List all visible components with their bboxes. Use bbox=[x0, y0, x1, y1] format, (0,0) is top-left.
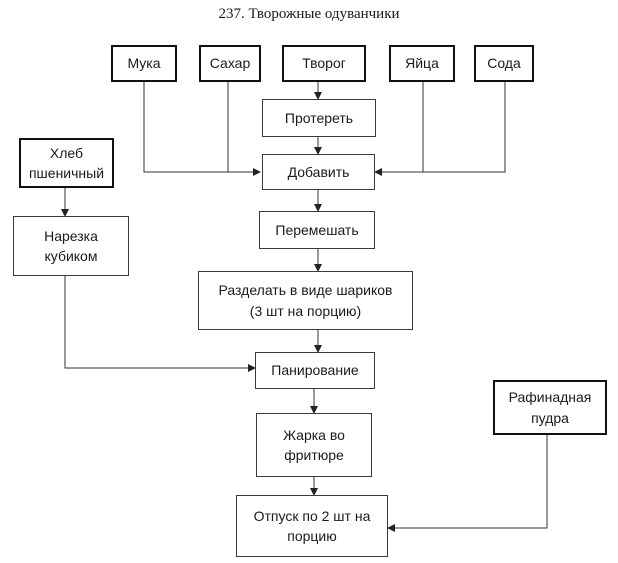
step-bread-coating: Панирование bbox=[255, 352, 375, 389]
ingredient-powdered-sugar: Рафинадная пудра bbox=[493, 380, 607, 435]
step-cut: Нарезка кубиком bbox=[13, 216, 129, 276]
ingredient-bread: Хлеб пшеничный bbox=[19, 138, 114, 188]
connector-soda-add bbox=[423, 82, 506, 173]
step-rub: Протереть bbox=[262, 99, 376, 137]
connector-flour-add bbox=[143, 82, 261, 176]
step-shape: Разделать в виде шариков (3 шт на порцию… bbox=[198, 271, 413, 330]
diagram-title: 237. Творожные одуванчики bbox=[218, 6, 400, 22]
ingredient-sugar: Сахар bbox=[199, 45, 261, 82]
ingredient-eggs: Яйца bbox=[389, 45, 455, 82]
ingredient-cottage-cheese: Творог bbox=[282, 45, 366, 82]
connector-cut-coat bbox=[64, 276, 256, 372]
connector-powder-serve bbox=[387, 435, 548, 532]
connector-eggs-add bbox=[374, 82, 424, 176]
step-mix: Перемешать bbox=[259, 211, 375, 249]
ingredient-soda: Сода bbox=[474, 45, 534, 82]
step-fry: Жарка во фритюре bbox=[256, 413, 372, 477]
ingredient-flour: Мука bbox=[111, 45, 177, 82]
step-serve: Отпуск по 2 шт на порцию bbox=[236, 495, 388, 557]
step-add: Добавить bbox=[262, 154, 375, 190]
